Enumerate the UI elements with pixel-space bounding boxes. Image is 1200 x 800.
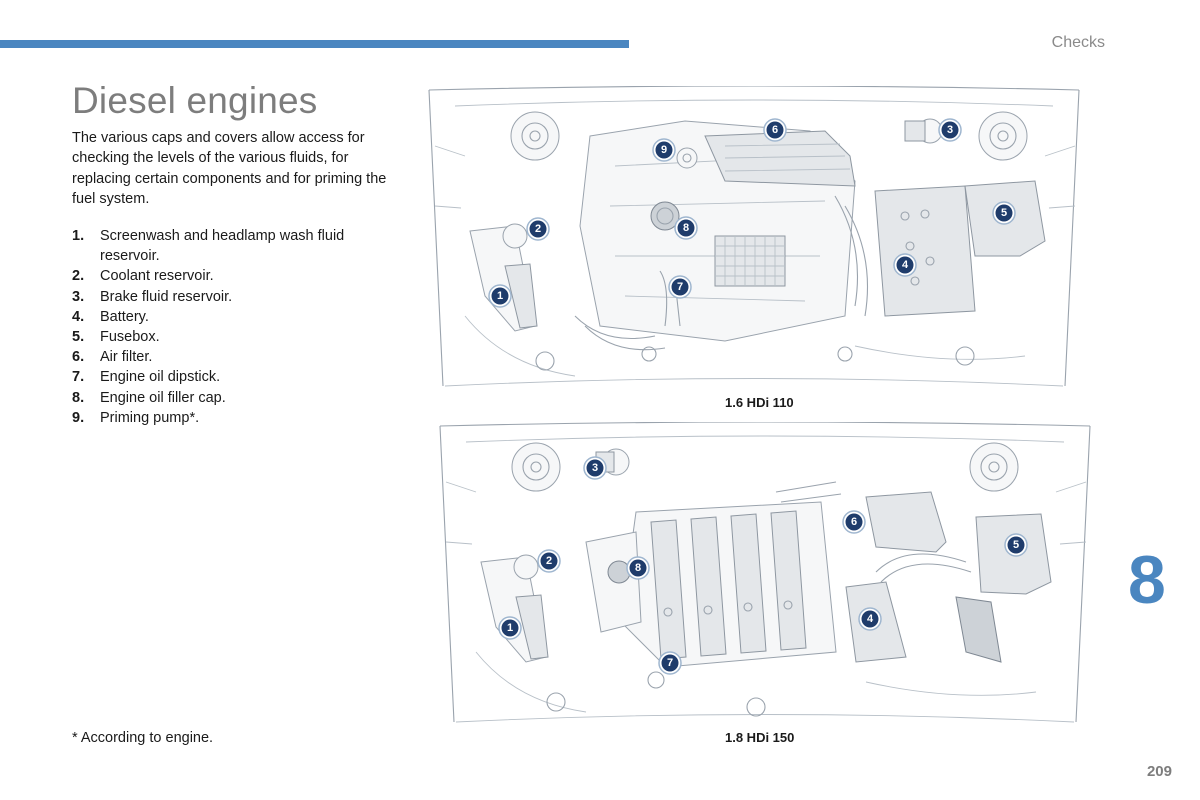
callout-badge-5: 5 xyxy=(992,201,1016,225)
legend-item: 6. Air filter. xyxy=(72,347,392,367)
legend-number: 6. xyxy=(72,349,85,366)
footnote: * According to engine. xyxy=(72,730,214,746)
page-title: Diesel engines xyxy=(72,80,318,121)
callout-badge-8: 8 xyxy=(626,556,650,580)
callout-badge-6: 6 xyxy=(842,510,866,534)
legend-item: 5. Fusebox. xyxy=(72,327,392,347)
svg-text:2: 2 xyxy=(535,223,541,235)
legend-number: 5. xyxy=(72,329,85,346)
legend-text: Screenwash and headlamp wash fluid reser… xyxy=(100,228,345,265)
legend-number: 1. xyxy=(72,228,85,244)
legend-text: Battery. xyxy=(100,308,149,325)
legend-text: Air filter. xyxy=(100,349,153,366)
svg-text:1: 1 xyxy=(507,622,513,634)
callout-badge-4: 4 xyxy=(858,607,882,631)
svg-text:4: 4 xyxy=(867,613,874,625)
svg-text:1: 1 xyxy=(497,290,503,302)
legend-text: Engine oil filler cap. xyxy=(100,389,226,406)
legend-item: 4. Battery. xyxy=(72,307,392,327)
callout-badge-9: 9 xyxy=(652,138,676,162)
callout-badge-7: 7 xyxy=(658,651,682,675)
figure-caption: 1.8 HDi 150 xyxy=(725,730,795,745)
legend-item: 1. Screenwash and headlamp wash fluid res… xyxy=(72,226,392,266)
svg-text:7: 7 xyxy=(667,657,673,669)
legend-number: 2. xyxy=(72,268,85,285)
figure-caption: 1.6 HDi 110 xyxy=(725,395,794,410)
page-number: 209 xyxy=(1146,763,1172,780)
svg-text:6: 6 xyxy=(772,124,778,136)
legend-text: Fusebox. xyxy=(100,329,160,346)
svg-text:5: 5 xyxy=(1013,539,1019,551)
svg-text:3: 3 xyxy=(947,124,953,136)
svg-text:6: 6 xyxy=(851,516,857,528)
callout-badge-7: 7 xyxy=(668,275,692,299)
callout-badge-8: 8 xyxy=(674,216,698,240)
svg-text:3: 3 xyxy=(592,462,598,474)
legend-number: 8. xyxy=(72,389,85,406)
section-title: Checks xyxy=(1051,34,1105,51)
engine-bay-drawing: 1 2 3 4 5 6 7 8 xyxy=(439,422,1091,723)
svg-text:7: 7 xyxy=(677,281,683,293)
legend-text: Engine oil dipstick. xyxy=(100,369,221,386)
header-accent-bar xyxy=(0,40,629,48)
engine-bay-drawing: 1 2 3 4 5 6 7 8 9 xyxy=(428,86,1080,387)
chapter-number: 8 xyxy=(1128,542,1166,618)
callout-badge-1: 1 xyxy=(488,284,512,308)
callout-badge-5: 5 xyxy=(1004,533,1028,557)
callout-badge-6: 6 xyxy=(763,118,787,142)
legend-item: 7. Engine oil dipstick. xyxy=(72,367,392,387)
legend-item: 2. Coolant reservoir. xyxy=(72,266,392,286)
legend-item: 8. Engine oil filler cap. xyxy=(72,388,392,408)
legend-number: 4. xyxy=(72,308,85,325)
engine-bay-illustration-1-6-hdi: 1 2 3 4 5 6 7 8 9 xyxy=(425,86,1083,388)
svg-text:2: 2 xyxy=(546,555,552,567)
callout-badge-3: 3 xyxy=(583,456,607,480)
legend-number: 3. xyxy=(72,288,85,305)
legend-text: Coolant reservoir. xyxy=(100,268,214,285)
callout-badge-2: 2 xyxy=(526,217,550,241)
engine-bay-illustration-1-8-hdi: 1 2 3 4 5 6 7 8 xyxy=(436,422,1094,724)
intro-paragraph: The various caps and covers allow access… xyxy=(72,130,387,207)
callout-badge-1: 1 xyxy=(498,616,522,640)
svg-text:8: 8 xyxy=(635,562,641,574)
legend-number: 9. xyxy=(72,409,85,426)
svg-text:4: 4 xyxy=(902,259,909,271)
callout-badge-2: 2 xyxy=(537,549,561,573)
legend-item: 9. Priming pump*. xyxy=(72,408,392,428)
svg-text:5: 5 xyxy=(1001,207,1007,219)
component-legend: 1. Screenwash and headlamp wash fluid res… xyxy=(72,226,392,428)
callout-badge-4: 4 xyxy=(893,253,917,277)
legend-number: 7. xyxy=(72,369,85,386)
callout-badge-3: 3 xyxy=(938,118,962,142)
svg-text:8: 8 xyxy=(683,222,689,234)
legend-text: Priming pump*. xyxy=(100,409,200,426)
legend-text: Brake fluid reservoir. xyxy=(100,288,233,305)
legend-item: 3. Brake fluid reservoir. xyxy=(72,287,392,307)
svg-text:9: 9 xyxy=(661,144,667,156)
